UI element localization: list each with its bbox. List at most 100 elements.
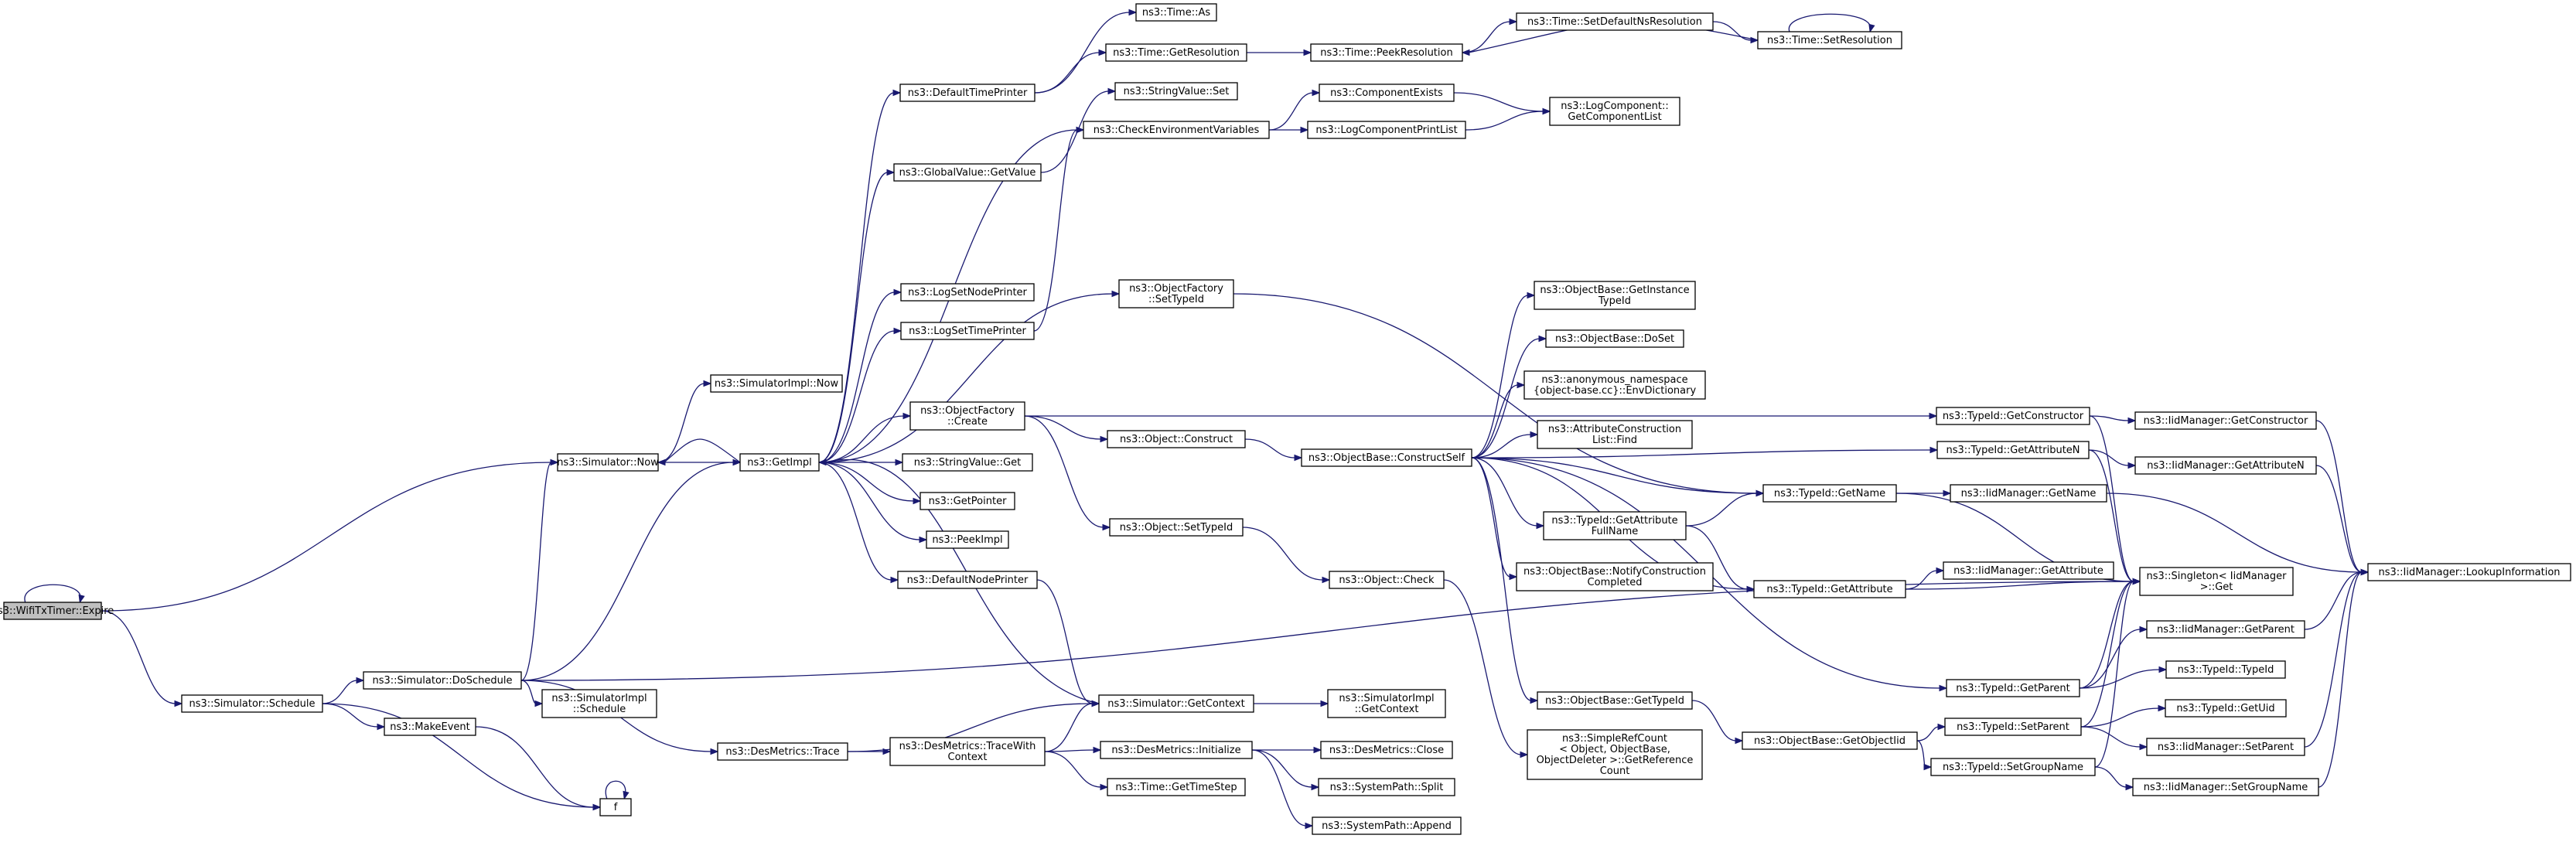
node-objfactory-create[interactable]: ns3::ObjectFactory::Create — [909, 401, 1025, 431]
node-time-as[interactable]: ns3::Time::As — [1135, 3, 1217, 22]
node-simimpl-getcontext[interactable]: ns3::SimulatorImpl::GetContext — [1327, 689, 1446, 718]
node-desm-initialize[interactable]: ns3::DesMetrics::Initialize — [1100, 741, 1253, 759]
edge-line — [1905, 581, 2134, 590]
node-typeid-setparent[interactable]: ns3::TypeId::SetParent — [1944, 718, 2082, 736]
node-typeid-getattributen[interactable]: ns3::TypeId::GetAttributeN — [1936, 441, 2090, 459]
edge-line — [1471, 457, 1532, 701]
node-sim-getcontext[interactable]: ns3::Simulator::GetContext — [1098, 694, 1254, 713]
node-time-peekres[interactable]: ns3::Time::PeekResolution — [1310, 43, 1463, 62]
node-object-check[interactable]: ns3::Object::Check — [1329, 571, 1445, 589]
node-systempath-append[interactable]: ns3::SystemPath::Append — [1312, 816, 1462, 835]
edge-arrowhead — [732, 458, 742, 466]
node-desm-trace[interactable]: ns3::DesMetrics::Trace — [717, 742, 848, 761]
node-iid-setparent[interactable]: ns3::IidManager::SetParent — [2146, 738, 2305, 756]
node-component-exists[interactable]: ns3::ComponentExists — [1319, 84, 1455, 102]
node-stringvalue-set[interactable]: ns3::StringValue::Set — [1114, 82, 1238, 101]
node-simplerefcount[interactable]: ns3::SimpleRefCount< Object, ObjectBase,… — [1527, 729, 1703, 780]
node-sim-doschedule[interactable]: ns3::Simulator::DoSchedule — [363, 671, 522, 690]
node-box — [1327, 689, 1446, 718]
edge-line — [1233, 293, 1758, 494]
node-simimpl-schedule[interactable]: ns3::SimulatorImpl::Schedule — [541, 689, 657, 718]
node-objectbase-constructself[interactable]: ns3::ObjectBase::ConstructSelf — [1301, 448, 1472, 467]
node-label: ns3::IidManager::GetConstructor — [2144, 415, 2308, 427]
edge-line — [1685, 493, 1758, 527]
node-simimpl-now[interactable]: ns3::SimulatorImpl::Now — [710, 374, 843, 393]
node-makeevent[interactable]: ns3::MakeEvent — [384, 718, 476, 736]
edge-arrowhead — [2125, 783, 2134, 791]
edge-arrowhead — [2139, 626, 2148, 633]
node-objectbase-getobjectiid[interactable]: ns3::ObjectBase::GetObjectIid — [1742, 731, 1918, 750]
edge-line — [2079, 669, 2161, 689]
node-iid-lookup[interactable]: ns3::IidManager::LookupInformation — [2367, 563, 2571, 581]
edge-arrowhead — [657, 458, 666, 466]
edge-line — [818, 291, 896, 463]
node-typeid-getattribute[interactable]: ns3::TypeId::GetAttribute — [1753, 580, 1906, 598]
node-iid-setgroupname[interactable]: ns3::IidManager::SetGroupName — [2132, 778, 2319, 796]
node-getimpl[interactable]: ns3::GetImpl — [739, 453, 820, 472]
node-expire[interactable]: ns3::WifiTxTimer::Expire — [0, 602, 114, 620]
node-anon-envdict[interactable]: ns3::anonymous_namespace{object-base.cc}… — [1523, 370, 1706, 400]
node-objectbase-gettypeid[interactable]: ns3::ObjectBase::GetTypeId — [1537, 691, 1693, 710]
node-time-getres[interactable]: ns3::Time::GetResolution — [1105, 43, 1247, 62]
node-iid-getattributen[interactable]: ns3::IidManager::GetAttributeN — [2134, 456, 2317, 475]
node-getpointer[interactable]: ns3::GetPointer — [920, 492, 1015, 510]
node-default-node-printer[interactable]: ns3::DefaultNodePrinter — [897, 571, 1038, 589]
node-typeid-getconstructor[interactable]: ns3::TypeId::GetConstructor — [1936, 407, 2090, 425]
node-iid-getconstructor[interactable]: ns3::IidManager::GetConstructor — [2134, 411, 2317, 430]
node-label: Context — [948, 752, 988, 763]
node-iid-getname[interactable]: ns3::IidManager::GetName — [1950, 484, 2107, 503]
edge-getimpl-to-logsetnode — [818, 288, 902, 463]
node-globalvalue-get[interactable]: ns3::GlobalValue::GetValue — [893, 163, 1042, 182]
node-peekimpl[interactable]: ns3::PeekImpl — [926, 530, 1009, 549]
node-iid-getparent[interactable]: ns3::IidManager::GetParent — [2146, 620, 2305, 639]
edge-logsettime-to-check-env — [1033, 126, 1085, 332]
edge-line — [520, 462, 735, 681]
node-default-time-printer[interactable]: ns3::DefaultTimePrinter — [899, 84, 1036, 102]
edge-getimpl-to-objfactory-settypeid — [818, 290, 1121, 463]
node-singleton-get[interactable]: ns3::Singleton< IidManager>::Get — [2139, 567, 2294, 596]
edge-line — [520, 462, 552, 681]
node-box — [909, 401, 1025, 431]
node-object-settypeid[interactable]: ns3::Object::SetTypeId — [1109, 518, 1244, 537]
node-stringvalue-get[interactable]: ns3::StringValue::Get — [902, 453, 1033, 472]
node-log-component-printlist[interactable]: ns3::LogComponentPrintList — [1307, 121, 1466, 139]
node-iid-getattribute[interactable]: ns3::IidManager::GetAttribute — [1943, 561, 2114, 580]
edge-default-node-printer-to-sim-getcontext — [1036, 579, 1100, 707]
edge-line — [322, 703, 379, 728]
edge-typeid-getattribute-to-iid-getattribute — [1905, 567, 1945, 590]
node-time-setdefaultns[interactable]: ns3::Time::SetDefaultNsResolution — [1516, 12, 1714, 31]
edge-sim-getcontext-to-simimpl-getcontext — [1253, 700, 1329, 707]
node-typeid-setgroupname[interactable]: ns3::TypeId::SetGroupName — [1930, 758, 2096, 776]
edge-arrowhead — [1937, 723, 1947, 731]
node-object-construct[interactable]: ns3::Object::Construct — [1107, 430, 1246, 448]
node-logsettime[interactable]: ns3::LogSetTimePrinter — [900, 322, 1035, 340]
node-logcomponent-getlist[interactable]: ns3::LogComponent::GetComponentList — [1549, 97, 1680, 126]
node-typeid-getparent[interactable]: ns3::TypeId::GetParent — [1946, 679, 2080, 697]
node-time-setres[interactable]: ns3::Time::SetResolution — [1757, 31, 1902, 49]
node-sim-schedule[interactable]: ns3::Simulator::Schedule — [181, 694, 323, 713]
edge-time-setres-to-time-setres — [1789, 13, 1875, 33]
node-box — [893, 163, 1042, 182]
node-objfactory-settypeid[interactable]: ns3::ObjectFactory::SetTypeId — [1118, 279, 1234, 309]
node-sim-now[interactable]: ns3::Simulator::Now — [557, 453, 659, 472]
node-typeid-getname[interactable]: ns3::TypeId::GetName — [1762, 484, 1897, 503]
node-objectbase-doset[interactable]: ns3::ObjectBase::DoSet — [1545, 329, 1684, 348]
node-typeid-getuid[interactable]: ns3::TypeId::GetUid — [2165, 699, 2287, 718]
node-label: ns3::LogSetNodePrinter — [908, 287, 1027, 298]
node-label: {object-base.cc}::EnvDictionary — [1534, 385, 1697, 397]
node-time-gettimestep[interactable]: ns3::Time::GetTimeStep — [1107, 778, 1246, 796]
node-desm-close[interactable]: ns3::DesMetrics::Close — [1320, 741, 1453, 759]
node-label: ns3::TypeId::SetGroupName — [1943, 762, 2083, 773]
node-check-env[interactable]: ns3::CheckEnvironmentVariables — [1083, 121, 1270, 139]
node-box — [717, 742, 848, 761]
edge-objectbase-constructself-to-typeid-getattrfull — [1471, 457, 1545, 530]
node-systempath-split[interactable]: ns3::SystemPath::Split — [1318, 778, 1455, 796]
node-f[interactable]: f — [599, 798, 632, 816]
node-typeid-typeid[interactable]: ns3::TypeId::TypeId — [2165, 660, 2286, 679]
node-objectbase-notify[interactable]: ns3::ObjectBase::NotifyConstructionCompl… — [1516, 562, 1714, 591]
node-logsetnode[interactable]: ns3::LogSetNodePrinter — [900, 283, 1035, 302]
